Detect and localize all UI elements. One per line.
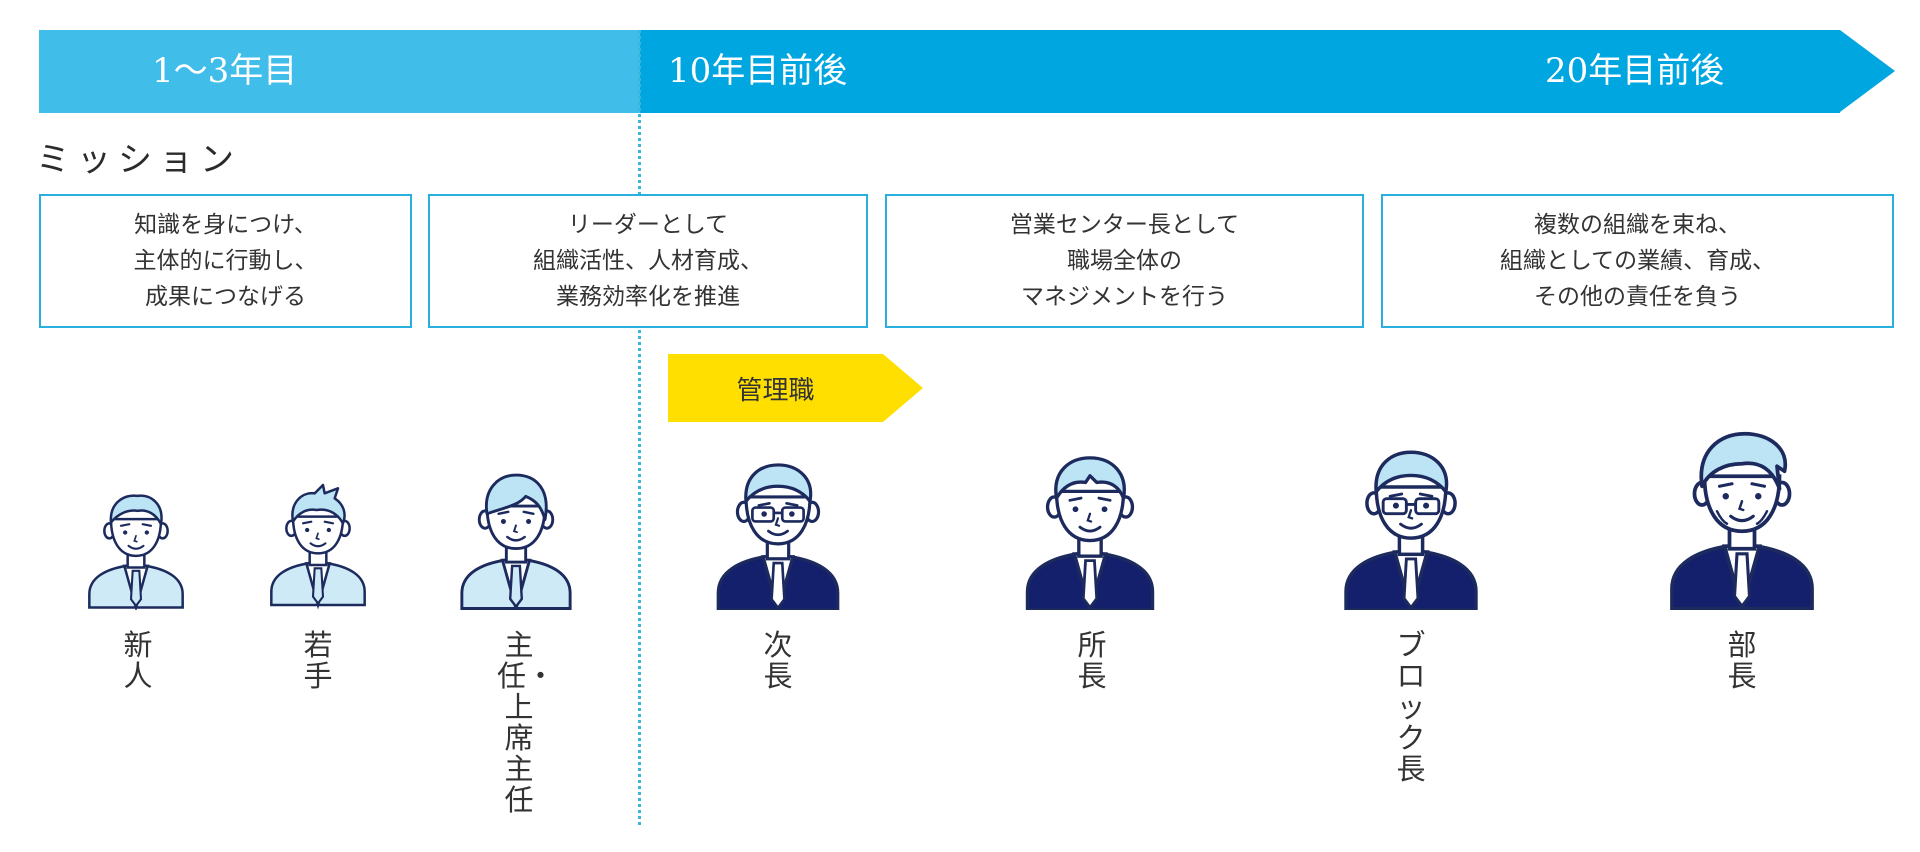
position-label-general-manager: 部長 (1727, 628, 1757, 693)
manager-tag: 管理職 (668, 354, 883, 422)
avatar-general-manager-icon (1670, 431, 1814, 610)
timeline-divider (638, 30, 641, 825)
mission-line: リーダーとして (567, 212, 729, 238)
mission-box-executive: 複数の組織を束ね、 組織としての業績、育成、 その他の責任を負う (1381, 194, 1894, 328)
avatar-block-manager-icon (1344, 450, 1478, 610)
timeline-band-early (39, 30, 640, 113)
mission-line: 営業センター長として (1009, 212, 1240, 238)
manager-tag-arrow (883, 354, 923, 422)
position-label-newcomer: 新人 (123, 628, 153, 693)
timeline-label-10-years: 10年目前後 (668, 51, 848, 91)
avatar-chief-icon (460, 473, 572, 610)
mission-box-leader: リーダーとして 組織活性、人材育成、 業務効率化を推進 (428, 194, 868, 328)
avatar-office-manager-icon (1025, 456, 1155, 610)
timeline-label-20-years: 20年目前後 (1545, 51, 1725, 91)
mission-line: その他の責任を負う (1534, 284, 1741, 310)
timeline-arrow-tip (1840, 30, 1895, 112)
position-label-office-manager: 所長 (1077, 628, 1107, 693)
mission-line: マネジメントを行う (1021, 284, 1228, 310)
timeline-label-1-3-years: 1〜3年目 (152, 51, 298, 91)
mission-title: ミッション (36, 140, 241, 180)
avatar-deputy-manager-icon (716, 463, 840, 610)
position-label-block-manager: ブロック長 (1396, 628, 1426, 786)
mission-box-junior: 知識を身につけ、 主体的に行動し、 成果につなげる (39, 194, 412, 328)
mission-line: 成果につなげる (145, 284, 306, 310)
mission-line: 主体的に行動し、 (133, 248, 318, 274)
mission-line: 知識を身につけ、 (134, 212, 317, 238)
position-label-chief: 主任・上席主任 (497, 628, 556, 817)
position-label-deputy-manager: 次長 (763, 628, 793, 693)
avatar-newcomer-icon (88, 494, 184, 610)
mission-line: 組織としての業績、育成、 (1499, 248, 1776, 274)
mission-line: 複数の組織を束ね、 (1534, 212, 1741, 238)
mission-box-center-head: 営業センター長として 職場全体の マネジメントを行う (885, 194, 1364, 328)
position-label-junior: 若手 (303, 628, 333, 693)
mission-line: 業務効率化を推進 (556, 284, 740, 310)
timeline-band-later (640, 30, 1840, 113)
mission-line: 組織活性、人材育成、 (533, 248, 763, 274)
mission-line: 職場全体の (1067, 248, 1182, 274)
avatar-junior-icon (270, 483, 366, 610)
